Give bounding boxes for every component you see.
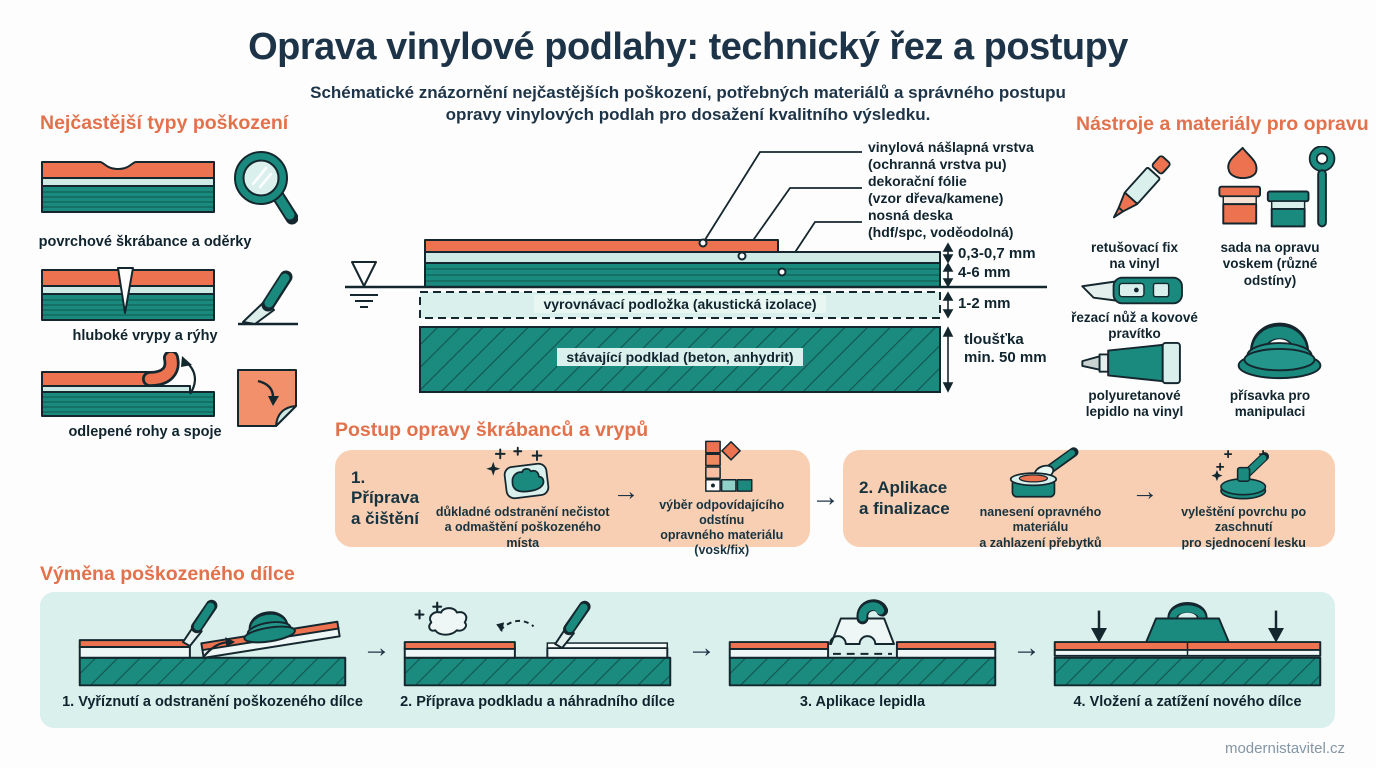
ground-level-symbol	[350, 261, 378, 308]
damage-gouge-drawing	[41, 267, 298, 326]
damage-label-scratches: povrchové škrábance a oděrky	[38, 234, 252, 250]
dim-subfloor: tloušťka min. 50 mm	[964, 331, 1047, 366]
scratch-repair-heading: Postup opravy škrábanců a vrypů	[335, 419, 649, 441]
scratch-step-caption: vyleštění povrchu po zaschnutí pro sjedn…	[1181, 505, 1307, 550]
polishing-icon	[1211, 450, 1269, 500]
layer-label-decor: dekorační fólie (vzor dřeva/kamene)	[868, 173, 1004, 206]
replacement-step1-drawing	[78, 599, 347, 687]
tool-label-wax-kit: sada na opravu voskem (různé odstíny)	[1220, 240, 1320, 288]
tool-label-glue: polyuretanové lepidlo na vinyl	[1085, 388, 1184, 420]
layer-label-wear: vinylová nášlapná vrstva (ochranná vrstv…	[868, 139, 1034, 172]
tool-label-knife: řezací nůž a kovové pravítko	[1071, 310, 1198, 342]
replacement-step-caption: 2. Příprava podkladu a náhradního dílce	[400, 694, 675, 710]
marker-pen-icon	[1112, 155, 1171, 219]
step-label-1: 1. Příprava a čištění	[351, 467, 420, 528]
scratch-step-caption: důkladné odstranění nečistot a odmaštění…	[435, 505, 610, 550]
page-subtitle: Schématické znázornění nejčastějších poš…	[310, 83, 1066, 125]
scratch-repair-panel-1: 1. Příprava a čištění důkladné odstraněn…	[335, 440, 810, 557]
replacement-step-caption: 3. Aplikace lepidla	[799, 694, 926, 710]
scratch-step-caption: výběr odpovídajícího odstínu opravného m…	[659, 497, 785, 558]
arrow-icon: →	[612, 476, 640, 506]
layer-label-core: nosná deska (hdf/spc, voděodolná)	[868, 207, 1014, 240]
arrow-icon: →	[687, 632, 716, 664]
dim-wear-layer: 0,3-0,7 mm	[958, 245, 1036, 262]
dim-underlay: 1-2 mm	[958, 295, 1011, 312]
wax-kit-icon	[1218, 146, 1336, 228]
replacement-heading: Výměna poškozeného dílce	[40, 563, 295, 585]
tool-label-suction: přísavka pro manipulaci	[1229, 388, 1311, 420]
website-watermark: modernistavitel.cz	[1224, 740, 1345, 757]
glue-tube-icon	[1081, 342, 1181, 385]
damage-label-corners: odlepené rohy a spoje	[68, 424, 222, 440]
step-label-2: 2. Aplikace a finalizace	[859, 478, 950, 518]
scratch-step-caption: nanesení opravného materiálu a zahlazení…	[979, 505, 1102, 550]
replacement-step-caption: 1. Vyříznutí a odstranění poškozeného dí…	[62, 694, 363, 710]
suction-cup-icon	[1237, 322, 1322, 380]
wax-application-icon	[1010, 447, 1079, 498]
replacement-panel: → →	[40, 592, 1335, 728]
replacement-step-caption: 4. Vložení a zatížení nového dílce	[1073, 694, 1302, 710]
damage-heading: Nejčastější typy poškození	[40, 112, 289, 134]
arrow-icon: →	[1012, 632, 1041, 664]
replacement-step4-drawing	[1053, 602, 1322, 687]
damage-label-gouges: hluboké vrypy a rýhy	[72, 328, 218, 344]
page-title: Oprava vinylové podlahy: technický řez a…	[248, 26, 1128, 68]
dimension-arrows	[942, 242, 954, 393]
arrow-icon: →	[1131, 476, 1159, 506]
cleaning-icon	[485, 446, 549, 500]
replacement-step3-drawing	[728, 599, 997, 687]
underlay-label: vyrovnávací podložka (akustická izolace)	[534, 295, 826, 313]
damage-peeling-drawing	[41, 352, 297, 427]
replacement-step2-drawing	[403, 600, 672, 687]
utility-knife-icon	[1081, 276, 1183, 305]
scalpel-icon	[238, 270, 298, 326]
peeling-corner-icon	[237, 369, 297, 427]
tool-label-marker: retušovací fix na vinyl	[1090, 240, 1179, 272]
arrow-icon: →	[811, 481, 840, 513]
scratch-repair-panel-2: 2. Aplikace a finalizace nanesení opravn…	[843, 447, 1335, 550]
color-swatch-icon	[704, 440, 753, 492]
magnifier-icon	[234, 151, 298, 225]
subfloor-label: stávající podklad (beton, anhydrit)	[557, 348, 803, 366]
damage-scratch-drawing	[41, 151, 298, 225]
tools-heading: Nástroje a materiály pro opravu	[1076, 113, 1369, 135]
arrow-icon: →	[362, 632, 391, 664]
dim-plank: 4-6 mm	[958, 264, 1011, 281]
